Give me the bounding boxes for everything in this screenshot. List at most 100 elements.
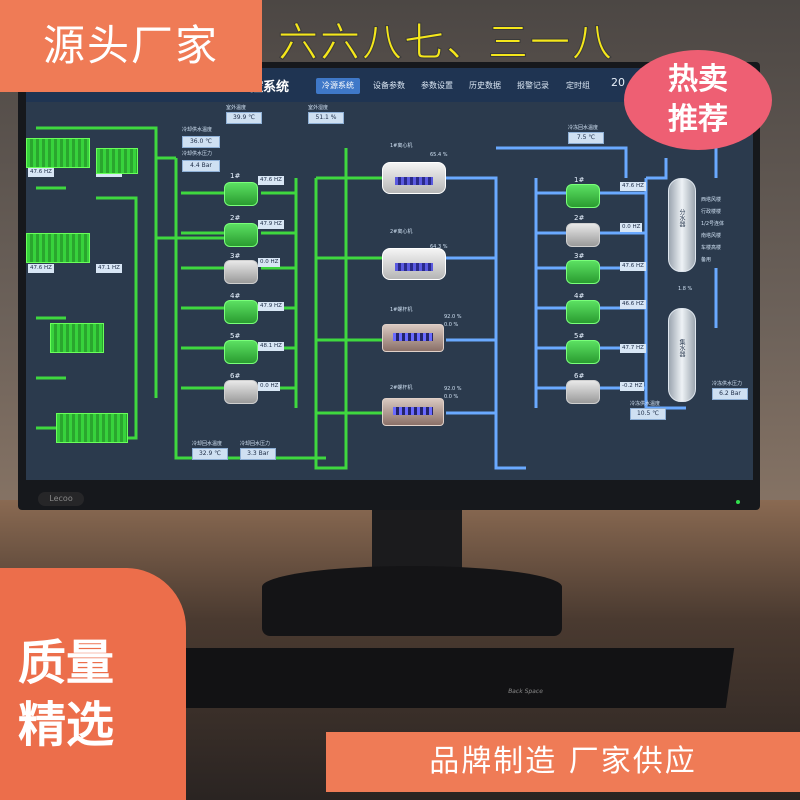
chiller-load: 92.0 % xyxy=(444,314,462,320)
centrifugal-chiller-1[interactable] xyxy=(382,162,446,194)
cooling-pump-tag: 2# xyxy=(230,214,241,222)
chilled-pump-5[interactable] xyxy=(566,340,600,364)
cooling-tower[interactable] xyxy=(50,323,104,353)
quality-text: 质量 精选 xyxy=(18,632,114,756)
scada-screen: 控系统 冷源系统 设备参数 参数设置 历史数据 报警记录 定时组 20 xyxy=(26,68,753,480)
promo-phone-text: 六六八七、三一八 xyxy=(278,20,614,67)
tank-label: 分水器 xyxy=(678,209,685,227)
cooling-pump-tag: 6# xyxy=(230,372,241,380)
chiller-name: 2#离心机 xyxy=(390,229,413,235)
cooling-supply-temp-label: 冷却供水温度 xyxy=(182,127,213,133)
cooling-pump-freq: 0.0 HZ xyxy=(258,258,281,267)
screw-chiller-1[interactable] xyxy=(382,324,444,352)
monitor-brand-logo: Lecoo xyxy=(38,492,84,506)
cooling-supply-temp-value: 36.0 ℃ xyxy=(182,136,220,148)
monitor-base xyxy=(262,566,562,636)
chilled-pump-freq: -0.2 HZ xyxy=(620,382,645,391)
chilled-pump-tag: 5# xyxy=(574,332,585,340)
outdoor-temp-label: 室外温度 xyxy=(226,105,247,111)
cooling-pump-4[interactable] xyxy=(224,300,258,324)
cooling-pump-freq: 0.0 HZ xyxy=(258,382,281,391)
chiller-load-secondary: 0.0 % xyxy=(444,322,459,328)
chilled-pump-freq: 46.6 HZ xyxy=(620,300,646,309)
chilled-pump-freq: 47.6 HZ xyxy=(620,262,646,271)
chilled-pump-freq: 47.6 HZ xyxy=(620,182,646,191)
chilled-pump-tag: 2# xyxy=(574,214,585,222)
chiller-name: 1#离心机 xyxy=(390,143,413,149)
cooling-tower[interactable] xyxy=(26,138,90,168)
chilled-pump-tag: 6# xyxy=(574,372,585,380)
cooling-pump-3[interactable] xyxy=(224,260,258,284)
screw-chiller-2[interactable] xyxy=(382,398,444,426)
hot-sale-badge: 热卖 推荐 xyxy=(624,50,772,150)
chilled-supply-temp-label: 冷冻供水温度 xyxy=(630,401,661,407)
chiller-load: 65.4 % xyxy=(430,152,448,158)
tab-device-params[interactable]: 设备参数 xyxy=(373,81,405,90)
cooling-pump-tag: 5# xyxy=(230,332,241,340)
tower-freq: 47.6 HZ xyxy=(28,168,54,177)
outdoor-temp-value: 39.9 ℃ xyxy=(226,112,262,124)
cooling-tower[interactable] xyxy=(26,233,90,263)
chilled-pump-freq: 47.7 HZ xyxy=(620,344,646,353)
chiller-load: 64.3 % xyxy=(430,244,448,250)
tank-label: 集水器 xyxy=(678,339,685,357)
tab-cooling-source[interactable]: 冷源系统 xyxy=(316,78,360,94)
branch-label: 南塔风楼 xyxy=(701,233,722,239)
branch-label: 西塔风楼 xyxy=(701,197,722,203)
outdoor-humidity-label: 室外湿度 xyxy=(308,105,329,111)
keyboard-key-label: Back Space xyxy=(507,688,544,695)
power-led xyxy=(736,500,740,504)
tab-history[interactable]: 历史数据 xyxy=(469,81,501,90)
cooling-pump-2[interactable] xyxy=(224,223,258,247)
chilled-supply-pressure-label: 冷冻供水压力 xyxy=(712,381,743,387)
clock: 20 xyxy=(611,76,625,89)
chilled-pump-3[interactable] xyxy=(566,260,600,284)
tab-param-settings[interactable]: 参数设置 xyxy=(421,81,453,90)
branch-label: 备用 xyxy=(701,257,712,263)
chiller-name: 1#螺杆机 xyxy=(390,307,413,313)
cooling-tower[interactable] xyxy=(56,413,128,443)
cooling-pump-freq: 47.9 HZ xyxy=(258,302,284,311)
chilled-supply-temp-value: 10.5 ℃ xyxy=(630,408,666,420)
badge-line-2: 推荐 xyxy=(668,102,728,137)
branch-label: 1/2号连体 xyxy=(701,221,725,227)
chilled-pump-4[interactable] xyxy=(566,300,600,324)
water-collector-tank[interactable]: 集水器 xyxy=(668,308,696,402)
cooling-pump-1[interactable] xyxy=(224,182,258,206)
cooling-pump-tag: 4# xyxy=(230,292,241,300)
branch-label: 行政楼楼 xyxy=(701,209,722,215)
cooling-return-temp-value: 32.9 ℃ xyxy=(192,448,228,460)
chilled-pump-6[interactable] xyxy=(566,380,600,404)
cooling-pump-freq: 48.1 HZ xyxy=(258,342,284,351)
tower-freq: 47.1 HZ xyxy=(96,264,122,273)
chilled-pump-tag: 3# xyxy=(574,252,585,260)
bypass-value: 1.8 % xyxy=(678,286,693,292)
chilled-return-temp-label: 冷冻回水温度 xyxy=(568,125,599,131)
tab-alarms[interactable]: 报警记录 xyxy=(517,81,549,90)
chilled-pump-tag: 1# xyxy=(574,176,585,184)
cooling-tower[interactable] xyxy=(96,148,138,174)
chiller-load-secondary: 0.0 % xyxy=(444,394,459,400)
chilled-return-temp-value: 7.5 ℃ xyxy=(568,132,604,144)
cooling-return-pressure-label: 冷却回水压力 xyxy=(240,441,271,447)
tab-timers[interactable]: 定时组 xyxy=(566,81,590,90)
chilled-pump-1[interactable] xyxy=(566,184,600,208)
quality-line-2: 精选 xyxy=(18,697,115,753)
cooling-supply-pressure-label: 冷却供水压力 xyxy=(182,151,213,157)
keyboard: Back Space xyxy=(165,648,735,708)
promo-banner-top-left: 源头厂家 xyxy=(0,0,262,92)
cooling-pump-5[interactable] xyxy=(224,340,258,364)
water-distributor-tank[interactable]: 分水器 xyxy=(668,178,696,272)
chilled-pump-tag: 4# xyxy=(574,292,585,300)
chilled-pump-2[interactable] xyxy=(566,223,600,247)
cooling-pump-6[interactable] xyxy=(224,380,258,404)
cooling-pump-freq: 47.6 HZ xyxy=(258,176,284,185)
cooling-return-pressure-value: 3.3 Bar xyxy=(240,448,276,460)
tower-freq: 47.6 HZ xyxy=(28,264,54,273)
centrifugal-chiller-2[interactable] xyxy=(382,248,446,280)
quality-panel xyxy=(0,568,186,800)
cooling-supply-pressure-value: 4.4 Bar xyxy=(182,160,220,172)
quality-line-1: 质量 xyxy=(18,635,115,691)
cooling-pump-tag: 1# xyxy=(230,172,241,180)
chilled-pump-freq: 0.0 HZ xyxy=(620,223,643,232)
